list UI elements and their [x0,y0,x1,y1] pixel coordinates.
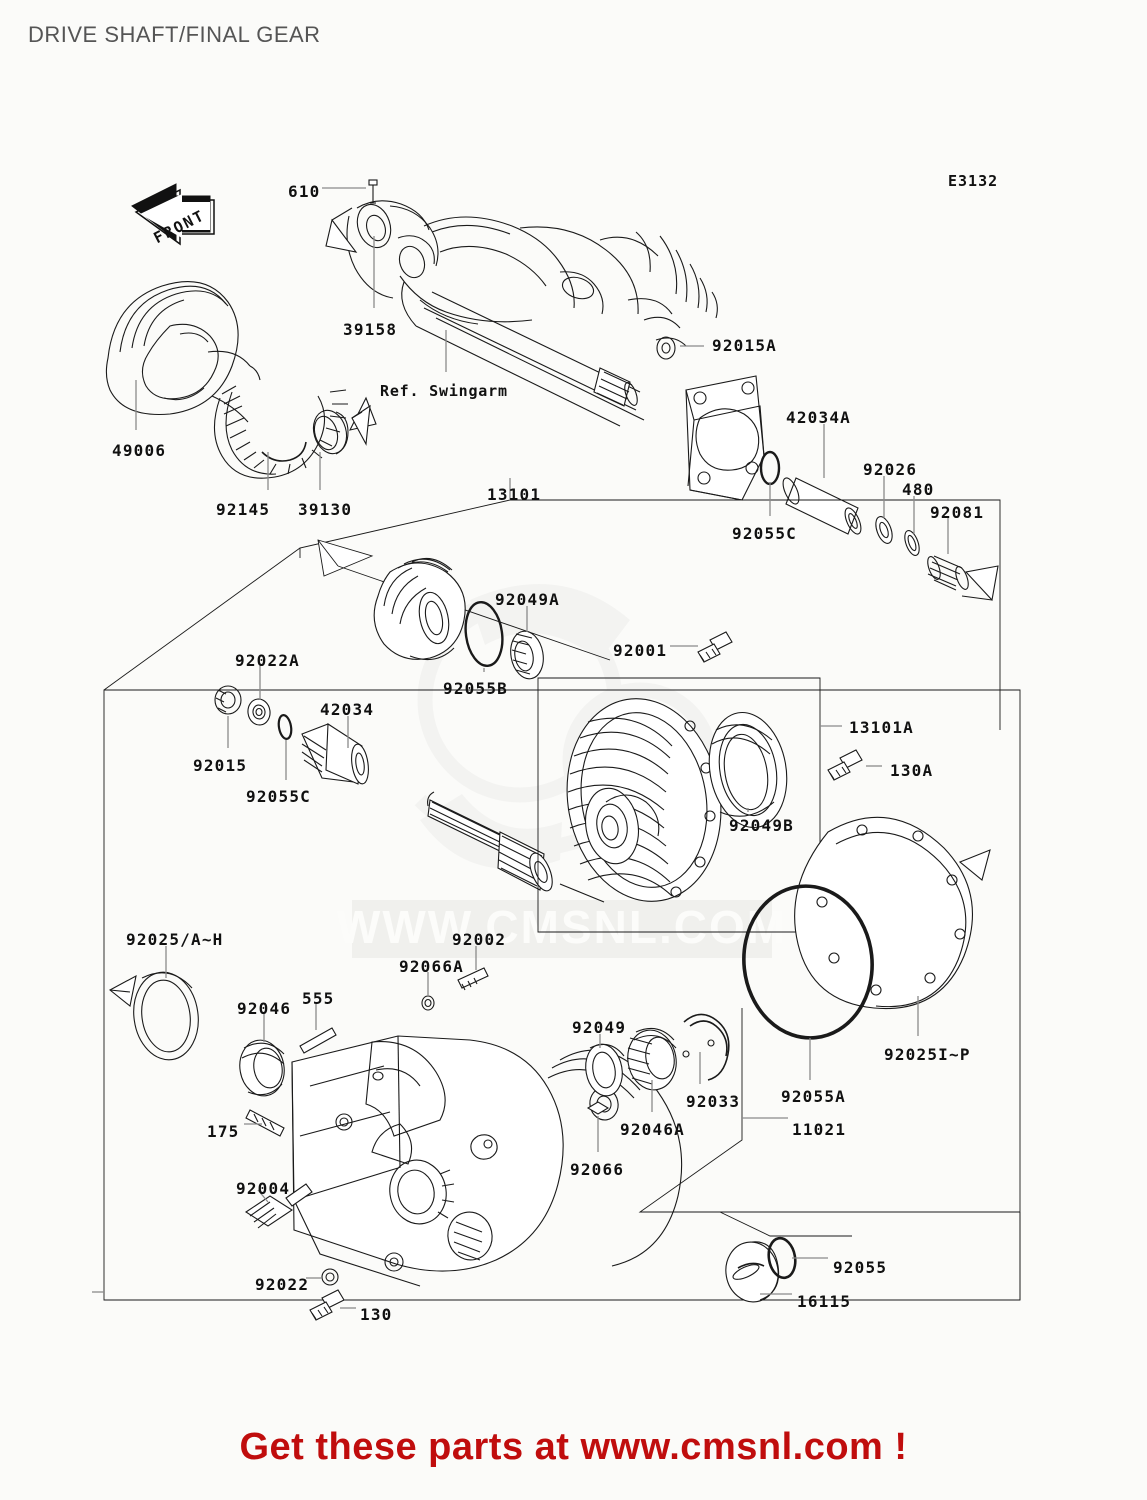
diagram-code-text: E3132 [948,172,998,190]
callout-92002: 92002 [452,930,507,949]
callout-175: 175 [207,1122,240,1141]
bearing-large-left [373,557,466,661]
callout-130: 130 [360,1305,393,1324]
final-gear-internals [214,557,991,1010]
part-480-circlip [904,530,920,556]
final-gear-flange [685,375,765,501]
callout-130A: 130A [890,761,934,780]
boot-group [105,281,371,479]
front-direction-badge: FRONT [131,183,215,247]
part-92046A-bearing [626,1027,677,1091]
final-gear-case-assembly [109,884,1021,1321]
part-42034-pinion [301,723,369,785]
callout-92015A: 92015A [712,336,777,355]
callout-610: 610 [288,182,321,201]
part-92015A-washer [656,336,676,360]
part-39130-ring [312,409,349,455]
part-92002-bolt [457,967,489,991]
leader-lines [92,187,949,1309]
callout-16115: 16115 [797,1292,852,1311]
part-92055-oring [767,1236,797,1280]
callout-13101A: 13101A [849,718,914,737]
callout-11021: 11021 [792,1120,847,1139]
footer-cta: Get these parts at www.cmsnl.com ! [239,1426,908,1468]
part-92001-bolt [697,631,733,663]
callout-92055C-mid: 92055C [246,787,311,806]
callout-92066: 92066 [570,1160,625,1179]
part-92026-shim [875,516,893,544]
part-92025IP-gasket [794,816,991,1010]
part-42034A-sleeve [782,477,862,535]
callout-39130: 39130 [298,500,353,519]
callout-92055A: 92055A [781,1087,846,1106]
final-gear-case-housing [291,1035,683,1287]
part-175-pin [245,1109,285,1137]
drive-shaft-splined [427,791,553,892]
part-92049B-bearing [708,711,788,829]
part-92025AH-shim [109,971,199,1061]
callout-92033: 92033 [686,1092,741,1111]
callout-92066A: 92066A [399,957,464,976]
callout-92046A: 92046A [620,1120,685,1139]
callout-92145: 92145 [216,500,271,519]
page-title: DRIVE SHAFT/FINAL GEAR [28,22,321,47]
callout-92015: 92015 [193,756,248,775]
callout-42034A: 42034A [786,408,851,427]
part-92055A-oring [742,884,874,1040]
part-130-bolt [309,1289,345,1321]
part-49006-boot [105,281,261,423]
callout-480: 480 [902,480,935,499]
callout-92046: 92046 [237,999,292,1018]
part-92066A-plug [421,995,435,1011]
part-92066-plug [586,1101,610,1115]
ring-gear-assembly [559,698,722,903]
callout-ref-swingarm: Ref. Swingarm [380,382,508,400]
part-92049A-bearing [510,630,544,680]
callout-92049B: 92049B [729,816,794,835]
callout-92026: 92026 [863,460,918,479]
callout-92049A: 92049A [495,590,560,609]
callout-92055: 92055 [833,1258,888,1277]
part-92055C-oring [759,450,781,486]
callout-92081: 92081 [930,503,985,522]
driveshaft-swingarm-assembly [325,179,999,602]
part-92022A-washer [247,698,271,726]
callout-39158: 39158 [343,320,398,339]
part-555-pin [299,1027,337,1054]
callout-42034: 42034 [320,700,375,719]
part-92015-nut [214,685,242,715]
callout-92055C-top: 92055C [732,524,797,543]
callout-92022A: 92022A [235,651,300,670]
callout-92049: 92049 [572,1018,627,1037]
callout-92001: 92001 [613,641,668,660]
part-92004-plug [244,1183,313,1229]
part-92033-snapring [682,1013,730,1081]
callout-555: 555 [302,989,335,1008]
callout-13101: 13101 [487,485,542,504]
part-92046-seal [239,1039,285,1097]
callout-92025AH: 92025/A~H [126,930,224,949]
callout-92004: 92004 [236,1179,291,1198]
part-92081-spring [927,555,969,591]
callout-92025IP: 92025I~P [884,1045,971,1064]
part-92055C-oring-mid [277,714,293,740]
callout-92022: 92022 [255,1275,310,1294]
part-92022-washer [321,1268,339,1286]
part-610-bolt [368,179,378,204]
part-130A-bolt [827,749,863,781]
svg-text:WWW.CMSNL.COM: WWW.CMSNL.COM [337,901,787,953]
part-92055B-oring [464,601,504,667]
part-92145-bellows [213,385,348,479]
callout-92055B: 92055B [443,679,508,698]
shaft-spline-collar [593,367,638,407]
callout-49006: 49006 [112,441,167,460]
